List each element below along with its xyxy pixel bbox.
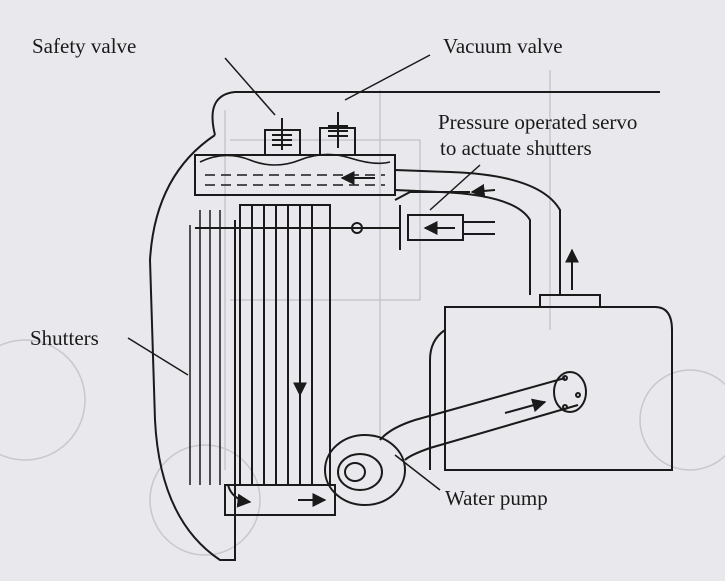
servo-label-line2: to actuate shutters — [440, 136, 592, 160]
arrow-bottom-left — [228, 485, 250, 502]
safety-valve-label: Safety valve — [32, 34, 136, 58]
engine-block — [445, 307, 672, 470]
safety-valve-leader — [225, 58, 275, 115]
vacuum-valve-label: Vacuum valve — [443, 34, 563, 58]
water-surface — [200, 154, 390, 165]
lower-hose — [380, 378, 565, 440]
arrow-hose-right — [505, 402, 545, 413]
servo-label-line1: Pressure operated servo — [438, 110, 637, 134]
arrow-servo — [472, 190, 495, 192]
vacuum-valve-leader — [345, 55, 430, 100]
radiator-core — [240, 205, 330, 485]
shutters-leader — [128, 338, 188, 375]
shutters-label: Shutters — [30, 326, 99, 350]
outer-cowling — [150, 135, 235, 560]
water-pump-label: Water pump — [445, 486, 548, 510]
bleed-through-background — [0, 70, 725, 555]
pump-inlet-flange — [554, 372, 586, 412]
